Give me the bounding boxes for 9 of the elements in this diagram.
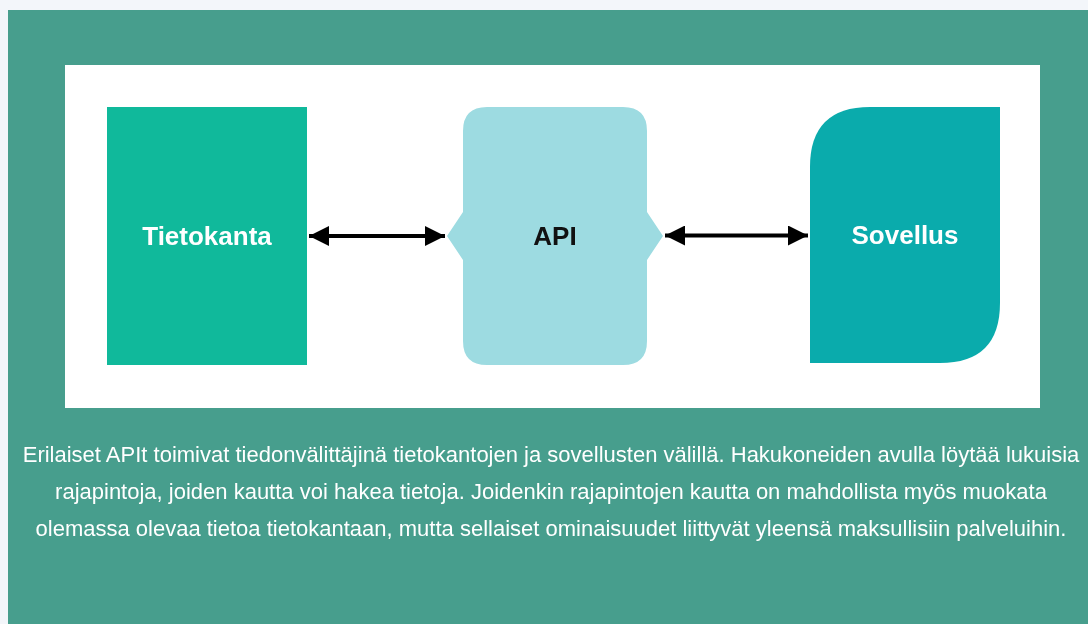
double-arrow (309, 226, 445, 246)
brace-shape (447, 107, 663, 365)
double-arrow (665, 225, 808, 246)
node-label: Tietokanta (142, 219, 272, 253)
process-box (107, 107, 307, 365)
caption-text: Erilaiset APIt toimivat tiedonvälittäjinä tietokantojen ja sovellusten välillä. Hakukoneiden avulla löytää lukuisia rajapintoja, joiden kautta voi hakea tietoja. Joidenkin rajapintojen kautta on mahdollista myös muokata olemassa olevaa tietoa tietokantaan, mutta sellaiset ominaisuudet liittyvät yleensä maksullisiin palveluihin. (21, 441, 1081, 543)
leaf-shape (810, 107, 1000, 363)
node-label: Sovellus (851, 218, 959, 252)
node-label: API (533, 219, 577, 253)
